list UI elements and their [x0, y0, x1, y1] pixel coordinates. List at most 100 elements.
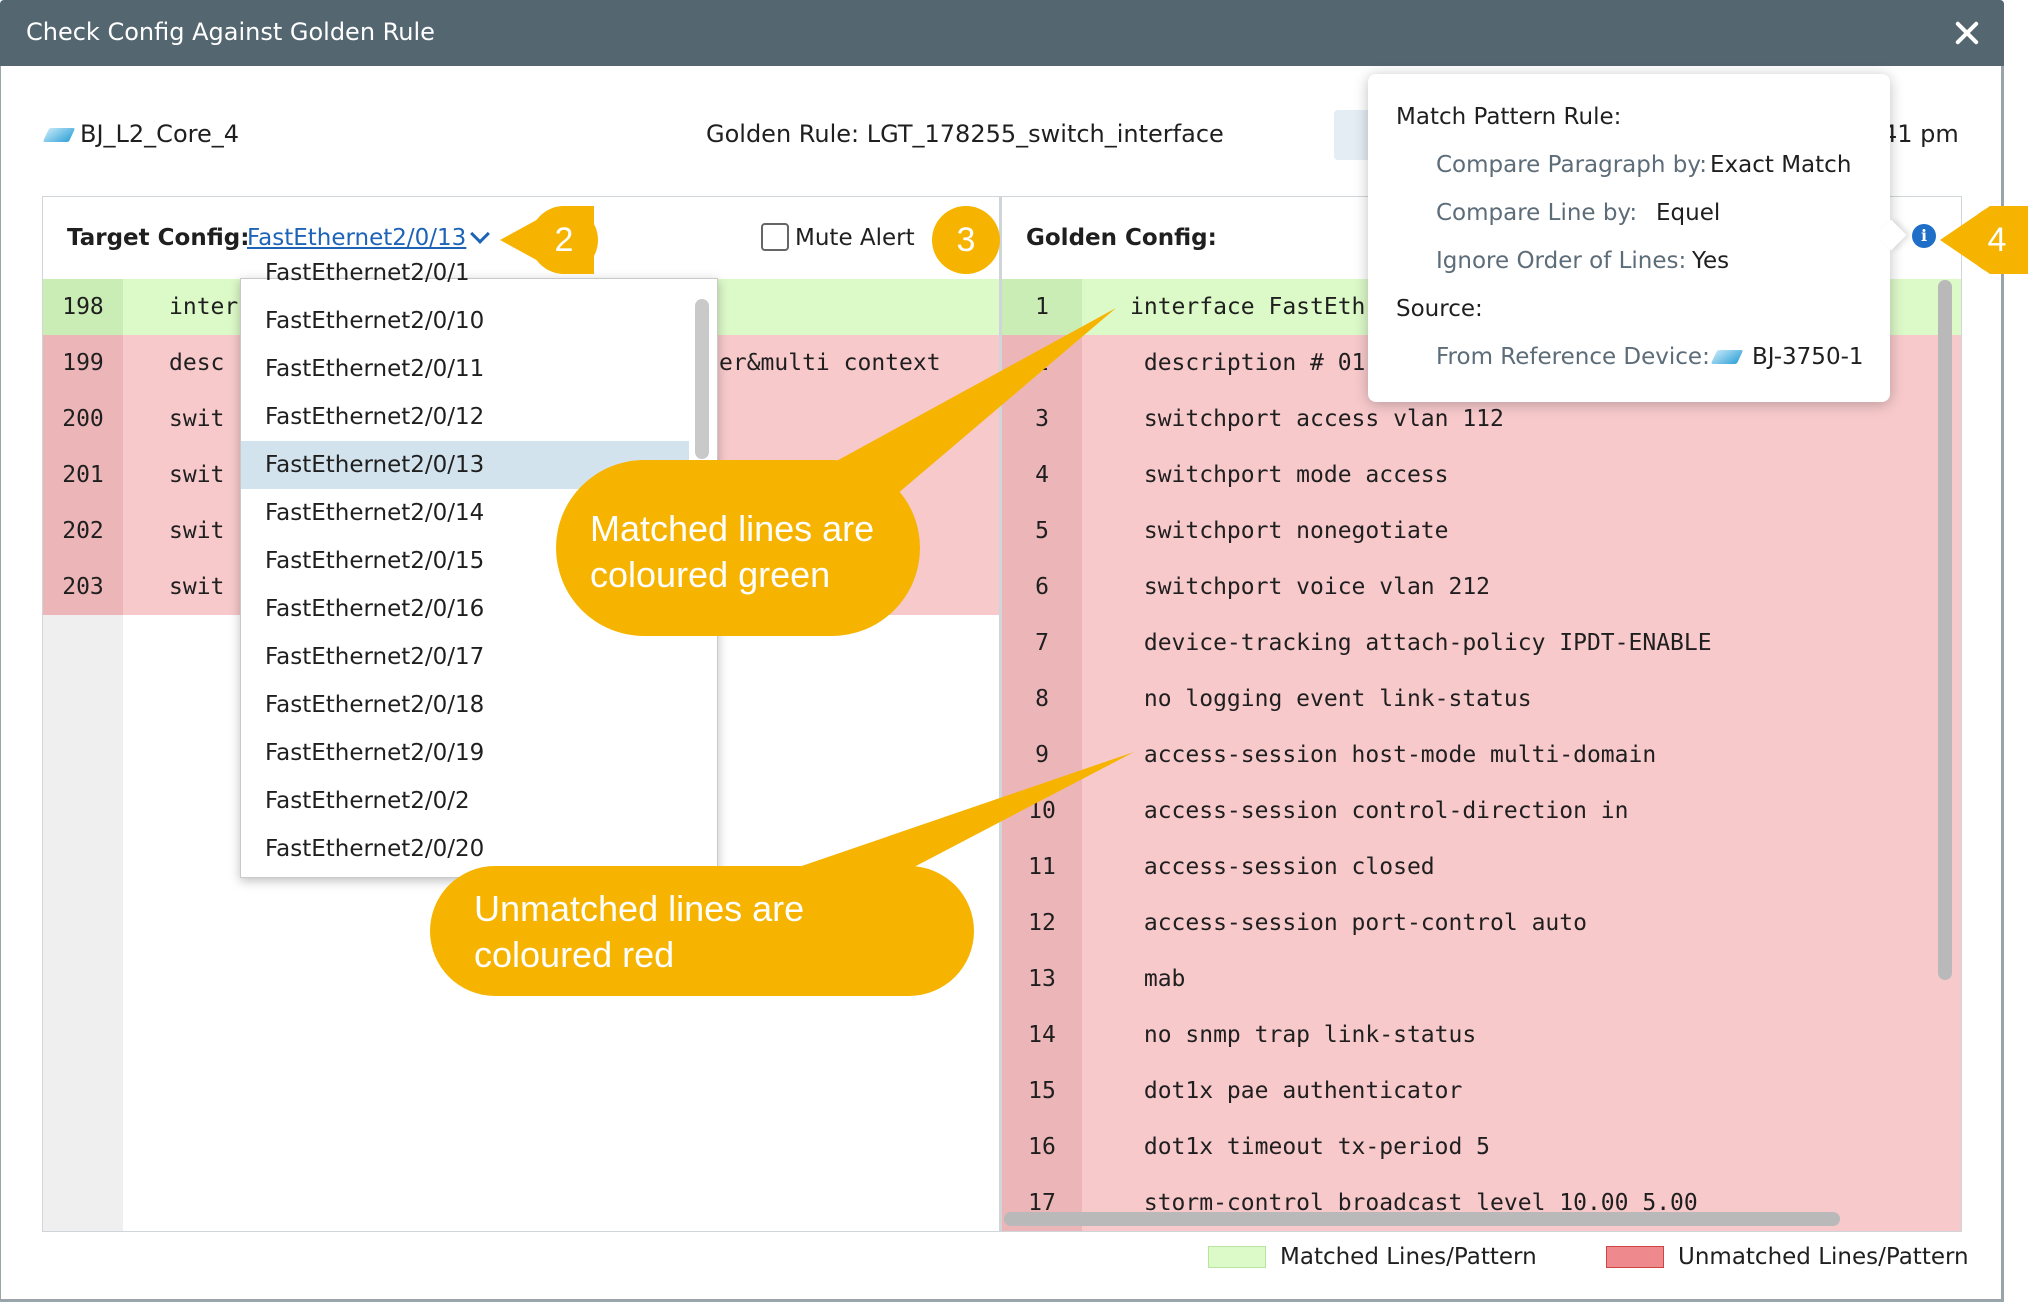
code-line-text: swit	[169, 462, 225, 488]
dropdown-option[interactable]: FastEthernet2/0/17	[265, 644, 485, 670]
code-line-text: storm-control broadcast level 10.00 5.00	[1130, 1190, 1698, 1216]
annotation-badge-3: 3	[932, 206, 1000, 274]
ignore-order-value: Yes	[1692, 248, 1730, 274]
code-line-text: access-session port-control auto	[1130, 910, 1587, 936]
code-line-text: interface FastEth	[1130, 294, 1366, 320]
reference-device-key: From Reference Device:	[1436, 344, 1710, 370]
line-number: 198	[43, 279, 123, 335]
code-line-text: switchport nonegotiate	[1130, 518, 1449, 544]
dialog-titlebar: Check Config Against Golden Rule	[0, 0, 2004, 66]
compare-paragraph-value: Exact Match	[1710, 152, 1852, 178]
code-row: 14 no snmp trap link-status	[1002, 1007, 1961, 1063]
mute-alert-checkbox[interactable]	[761, 223, 789, 251]
reference-device-value: BJ-3750-1	[1752, 344, 1864, 370]
code-row: 4 switchport mode access	[1002, 447, 1961, 503]
dropdown-option[interactable]: FastEthernet2/0/10	[265, 308, 485, 334]
device-name: BJ_L2_Core_4	[80, 120, 239, 148]
dropdown-option[interactable]: FastEthernet2/0/20	[265, 836, 485, 862]
line-number: 15	[1002, 1063, 1082, 1119]
horizontal-scrollbar[interactable]	[1004, 1212, 1840, 1226]
target-config-header: Target Config: FastEthernet2/0/13 Mute A…	[43, 197, 999, 279]
compare-line-value: Equel	[1656, 200, 1721, 226]
annotation-badge-4: 4	[1966, 206, 2028, 274]
matched-callout-line-2: coloured green	[590, 554, 831, 595]
code-line-text: device-tracking attach-policy IPDT-ENABL…	[1130, 630, 1712, 656]
code-line-text: desc	[169, 350, 225, 376]
line-number: 16	[1002, 1119, 1082, 1175]
line-number: 11	[1002, 839, 1082, 895]
code-row: 7 device-tracking attach-policy IPDT-ENA…	[1002, 615, 1961, 671]
code-line-text: dot1x pae authenticator	[1130, 1078, 1463, 1104]
dropdown-option[interactable]: FastEthernet2/0/11	[265, 356, 485, 382]
code-line-text: switchport mode access	[1130, 462, 1449, 488]
code-line-text: inter	[169, 294, 239, 320]
line-number: 3	[1002, 391, 1082, 447]
dropdown-option[interactable]: FastEthernet2/0/12	[265, 404, 485, 430]
line-number: 7	[1002, 615, 1082, 671]
legend-matched-swatch	[1208, 1246, 1266, 1268]
line-number: 203	[43, 559, 123, 615]
mute-alert-label[interactable]: Mute Alert	[795, 225, 915, 251]
legend-unmatched-label: Unmatched Lines/Pattern	[1678, 1244, 1969, 1270]
line-number: 199	[43, 335, 123, 391]
dropdown-option[interactable]: FastEthernet2/0/2	[265, 788, 470, 814]
legend-matched-label: Matched Lines/Pattern	[1280, 1244, 1537, 1270]
code-row: 13 mab	[1002, 951, 1961, 1007]
code-line-text: no snmp trap link-status	[1130, 1022, 1477, 1048]
source-heading: Source:	[1396, 296, 1483, 322]
line-number: 6	[1002, 559, 1082, 615]
ignore-order-key: Ignore Order of Lines:	[1436, 248, 1687, 274]
annotation-badge-2: 2	[530, 206, 598, 274]
unmatched-callout-line-2: coloured red	[474, 934, 675, 975]
dialog-frame	[0, 66, 2004, 1302]
code-line-text: switchport voice vlan 212	[1130, 574, 1491, 600]
info-icon[interactable]: i	[1912, 224, 1936, 248]
dropdown-option[interactable]: FastEthernet2/0/14	[265, 500, 485, 526]
code-line-text: access-session control-direction in	[1130, 798, 1629, 824]
dropdown-scrollbar[interactable]	[695, 299, 709, 459]
dropdown-option[interactable]: FastEthernet2/0/19	[265, 740, 485, 766]
compare-paragraph-key: Compare Paragraph by:	[1436, 152, 1708, 178]
code-line-text: swit	[169, 406, 225, 432]
code-line-text: switchport access vlan 112	[1130, 406, 1504, 432]
code-line-text: swit	[169, 518, 225, 544]
code-line-text: swit	[169, 574, 225, 600]
code-line-text: dot1x timeout tx-period 5	[1130, 1134, 1491, 1160]
line-number: 4	[1002, 447, 1082, 503]
code-row: 8 no logging event link-status	[1002, 671, 1961, 727]
code-line-text: access-session host-mode multi-domain	[1130, 742, 1657, 768]
line-number: 201	[43, 447, 123, 503]
matched-callout: Matched lines are coloured green	[556, 460, 920, 636]
vertical-scrollbar[interactable]	[1938, 280, 1952, 980]
code-row: 15 dot1x pae authenticator	[1002, 1063, 1961, 1119]
legend-unmatched-swatch	[1606, 1246, 1664, 1268]
line-number: 5	[1002, 503, 1082, 559]
dropdown-option[interactable]: FastEthernet2/0/1	[265, 260, 470, 286]
unmatched-callout: Unmatched lines are coloured red	[430, 866, 974, 996]
timestamp: 41 pm	[1882, 120, 1959, 148]
code-line-tail: er&multi context	[719, 350, 941, 376]
code-line-text: no logging event link-status	[1130, 686, 1532, 712]
dropdown-option[interactable]: FastEthernet2/0/15	[265, 548, 485, 574]
code-line-text: access-session closed	[1130, 854, 1435, 880]
match-pattern-heading: Match Pattern Rule:	[1396, 104, 1622, 130]
golden-rule-name: Golden Rule: LGT_178255_switch_interface	[706, 120, 1224, 148]
golden-config-header: Golden Config:	[1002, 197, 1961, 279]
line-number: 13	[1002, 951, 1082, 1007]
dropdown-option[interactable]: FastEthernet2/0/18	[265, 692, 485, 718]
matched-callout-pointer	[820, 308, 1116, 500]
line-number: 1	[1002, 279, 1082, 335]
line-number: 9	[1002, 727, 1082, 783]
dropdown-option[interactable]: FastEthernet2/0/16	[265, 596, 485, 622]
code-row: 6 switchport voice vlan 212	[1002, 559, 1961, 615]
code-row: 5 switchport nonegotiate	[1002, 503, 1961, 559]
code-line-text: mab	[1130, 966, 1186, 992]
target-config-label: Target Config:	[67, 225, 250, 251]
unmatched-callout-pointer	[790, 752, 1134, 890]
match-pattern-popup: Match Pattern Rule: Compare Paragraph by…	[1368, 74, 1890, 402]
target-config-selector[interactable]: FastEthernet2/0/13	[247, 225, 467, 251]
code-row: 12 access-session port-control auto	[1002, 895, 1961, 951]
compare-line-key: Compare Line by:	[1436, 200, 1638, 226]
